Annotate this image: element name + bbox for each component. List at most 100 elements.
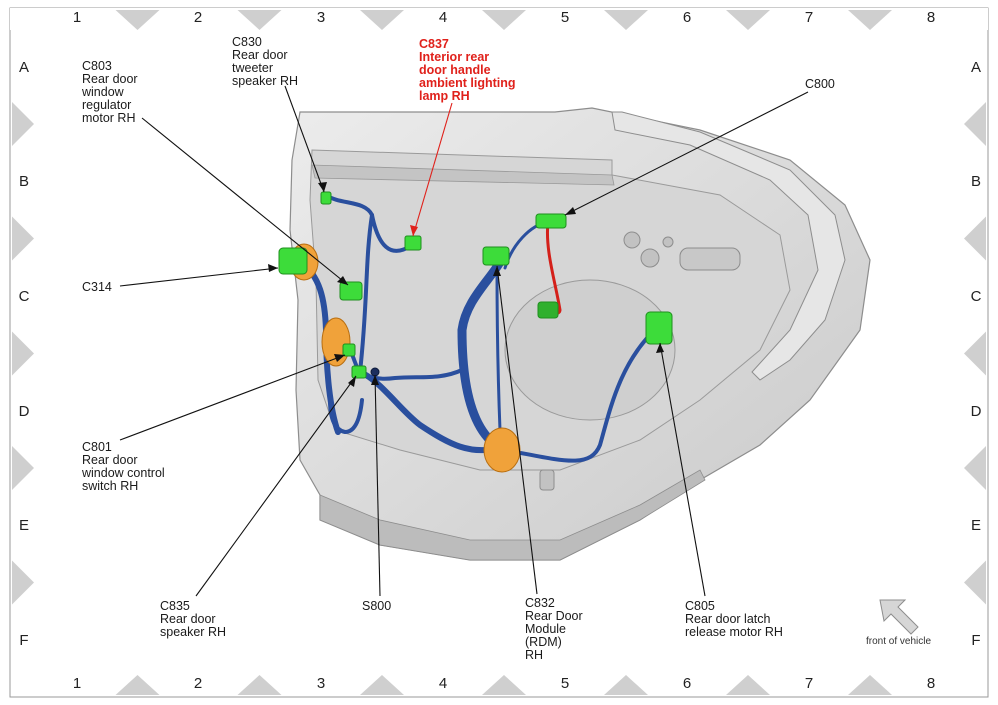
harness-lower-left [328, 398, 364, 434]
callout-c803-line: Rear door [82, 72, 138, 86]
grid-column-label: 2 [194, 675, 202, 692]
border-triangle [12, 331, 34, 376]
grid-row-label: F [971, 632, 980, 649]
callout-c832-line: Module [525, 622, 566, 636]
callout-c835-line: speaker RH [160, 625, 226, 639]
leader-s800 [374, 374, 381, 597]
callout-c832-line: (RDM) [525, 635, 562, 649]
border-triangle [482, 675, 526, 695]
callout-c805-line: Rear door latch [685, 612, 771, 626]
grid-column-label: 6 [683, 675, 691, 692]
grid-column-label: 7 [805, 675, 813, 692]
grid-column-label: 6 [683, 9, 691, 26]
door-handle-pocket [679, 247, 741, 271]
arrowhead-c805 [656, 343, 664, 353]
connector-c830 [320, 191, 332, 205]
harness-c805-branch [503, 323, 662, 463]
arrowhead-c801 [334, 354, 345, 362]
callout-c837-line: ambient lighting [419, 76, 516, 90]
connector-c801 [342, 343, 356, 357]
harness-rdm-trunk [457, 257, 505, 453]
splice-s800 [370, 367, 380, 377]
leader-c832 [496, 265, 538, 595]
connector-c803 [339, 281, 363, 301]
grid-column-label: 5 [561, 9, 569, 26]
mount-hole-2 [640, 248, 660, 268]
mount-hole-3 [662, 236, 674, 248]
callout-c803-line: window [81, 85, 125, 99]
harness-switch-branch [348, 348, 464, 381]
border-triangle [115, 675, 160, 695]
leader-c830 [284, 85, 325, 193]
border-triangle [964, 331, 986, 376]
callout-s800: S800 [362, 599, 391, 613]
callout-c832: C832 Rear Door Module (RDM) RH [525, 596, 586, 662]
callout-c830-line: speaker RH [232, 74, 298, 88]
callout-c832-line: C832 [525, 596, 555, 610]
callout-c835-line: C835 [160, 599, 190, 613]
connector-c805 [645, 311, 673, 345]
grid-column-label: 7 [805, 9, 813, 26]
connector-c837-lamp [537, 301, 559, 319]
border-triangle [964, 216, 986, 261]
border-triangle [12, 102, 34, 146]
border-triangle [964, 102, 986, 146]
border-triangle [604, 10, 648, 30]
callout-c801-line: window control [81, 466, 165, 480]
arrowhead-c835 [348, 376, 356, 387]
callout-c835-line: Rear door [160, 612, 216, 626]
harness-rdm-drop [495, 266, 502, 432]
border-triangle [726, 675, 770, 695]
leader-lines [119, 85, 809, 597]
callout-c830-line: tweeter [232, 61, 273, 75]
mount-slot [539, 469, 555, 491]
callout-c837-line: Interior rear [419, 50, 489, 64]
border-triangle [482, 10, 526, 30]
grid-row-label: A [19, 59, 29, 76]
arrowhead-c803 [337, 276, 348, 285]
callout-c837: C837 Interior rear door handle ambient l… [419, 37, 519, 103]
callout-c805: C805 Rear door latch release motor RH [685, 599, 783, 639]
border-triangle [115, 10, 160, 30]
arrow-up-left-icon [879, 599, 919, 635]
leader-arrowheads [268, 182, 664, 387]
front-of-vehicle-indicator: front of vehicle [866, 599, 931, 647]
grid-column-label: 3 [317, 675, 325, 692]
border-triangles [12, 10, 986, 695]
connector-c314 [278, 247, 308, 275]
grid-row-label: C [971, 288, 982, 305]
connector-c837 [404, 235, 422, 251]
grid-column-label: 4 [439, 9, 447, 26]
arrowhead-c314 [268, 264, 278, 272]
callout-c832-line: Rear Door [525, 609, 583, 623]
leader-c805 [659, 342, 706, 597]
border-triangle [726, 10, 770, 30]
connector-c835 [351, 365, 367, 379]
callout-c801-line: Rear door [82, 453, 138, 467]
callout-c314-line: C314 [82, 280, 112, 294]
border-triangle [360, 10, 404, 30]
grid-row-label: C [19, 288, 30, 305]
grid-column-label: 3 [317, 9, 325, 26]
grid-row-label: D [19, 403, 30, 420]
grid-row-label: A [971, 59, 981, 76]
border-triangle [237, 675, 282, 695]
grid-column-label: 1 [73, 9, 81, 26]
border-triangle [848, 10, 892, 30]
border-triangle [964, 560, 986, 605]
grid-column-label: 8 [927, 9, 935, 26]
callout-c314: C314 [82, 280, 112, 294]
callout-c837-line: C837 [419, 37, 449, 51]
grid-column-label: 8 [927, 675, 935, 692]
door-lower-sill [319, 469, 706, 561]
wiring-harness [297, 193, 662, 463]
connector-c832 [482, 246, 510, 266]
callout-c803-line: C803 [82, 59, 112, 73]
border-triangle [360, 675, 404, 695]
callout-c801: C801 Rear door window control switch RH [81, 440, 168, 493]
callout-c830-line: Rear door [232, 48, 288, 62]
connectors [278, 191, 673, 379]
border-triangle [12, 216, 34, 261]
